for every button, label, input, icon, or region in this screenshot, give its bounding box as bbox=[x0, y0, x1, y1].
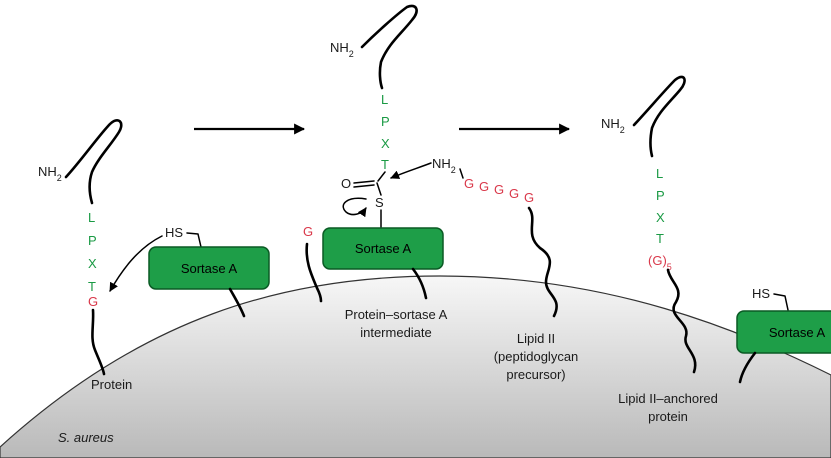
thiol-label: HS bbox=[165, 225, 183, 240]
glycine-residue: G bbox=[88, 294, 98, 309]
carbonyl-bond bbox=[377, 171, 386, 182]
motif-residue-l: L bbox=[88, 210, 95, 225]
anchored-protein-label-line-2: protein bbox=[648, 409, 688, 424]
regenerated-thiol-bond bbox=[773, 293, 789, 311]
pentaglycine-g4: G bbox=[509, 186, 519, 201]
motif-residue-t: T bbox=[88, 279, 96, 294]
amine-bond bbox=[459, 168, 464, 179]
intermediate-label-line-1: Protein–sortase A bbox=[345, 307, 448, 322]
product-n-terminal-loop bbox=[632, 75, 686, 158]
protein-anchor-chain bbox=[91, 308, 106, 376]
sortase-a-label: Sortase A bbox=[181, 261, 238, 276]
regenerated-sortase-label: Sortase A bbox=[769, 325, 826, 340]
intermediate-label-line-2: intermediate bbox=[360, 325, 432, 340]
released-fragment-chain bbox=[305, 242, 323, 303]
intermediate-sortase-a bbox=[322, 227, 444, 270]
organism-label: S. aureus bbox=[58, 430, 114, 445]
lipid-ii-label-line-3: precursor) bbox=[506, 367, 565, 382]
carbonyl-double-bond bbox=[353, 180, 375, 188]
pentaglycine-g5: G bbox=[524, 190, 534, 205]
cell-surface bbox=[0, 275, 831, 458]
product-amino-label: NH2 bbox=[601, 116, 625, 135]
lipid-ii-chain bbox=[527, 206, 558, 318]
lipid-ii-amine-label: NH2 bbox=[432, 156, 456, 175]
regenerated-sortase-anchor bbox=[738, 351, 757, 384]
pentaglycine-g2: G bbox=[479, 179, 489, 194]
sortase-a-enzyme bbox=[148, 246, 270, 290]
product-motif-p: P bbox=[656, 188, 665, 203]
amine-attack-arrow bbox=[390, 162, 432, 179]
lipid-ii-label-line-1: Lipid II bbox=[517, 331, 555, 346]
sortase-anchor-chain bbox=[228, 287, 246, 318]
intermediate-motif-t: T bbox=[381, 157, 389, 172]
panel-substrate-protein: NH2 L P X T G Protein HS Sortase A bbox=[38, 119, 270, 392]
motif-residue-x: X bbox=[88, 256, 97, 271]
electron-push-arrow bbox=[342, 197, 367, 218]
nucleophilic-attack-arrow bbox=[109, 235, 163, 292]
protein-n-terminal-loop bbox=[64, 119, 123, 205]
panel-anchored-product: NH2 L P X T (G)5 Lipid II–anchored prote… bbox=[601, 75, 831, 424]
intermediate-amino-label: NH2 bbox=[330, 40, 354, 59]
protein-label: Protein bbox=[91, 377, 132, 392]
released-glycine: G bbox=[303, 224, 313, 239]
carbonyl-oxygen: O bbox=[341, 176, 351, 191]
anchored-protein-label-line-1: Lipid II–anchored bbox=[618, 391, 718, 406]
product-lipid-chain bbox=[666, 268, 697, 374]
intermediate-sortase-anchor bbox=[411, 267, 428, 300]
intermediate-sortase-label: Sortase A bbox=[355, 241, 412, 256]
pentaglycine-g1: G bbox=[464, 176, 474, 191]
product-pentaglycine: (G)5 bbox=[648, 253, 672, 272]
intermediate-motif-l: L bbox=[381, 92, 388, 107]
intermediate-motif-p: P bbox=[381, 114, 390, 129]
panel-acyl-enzyme-intermediate: NH2 L P X T O S G Sortase A Protein–sort… bbox=[303, 4, 579, 382]
motif-residue-p: P bbox=[88, 233, 97, 248]
lipid-ii-label-line-2: (peptidoglycan bbox=[494, 349, 579, 364]
product-motif-x: X bbox=[656, 210, 665, 225]
amino-terminus-label: NH2 bbox=[38, 164, 62, 183]
regenerated-thiol-label: HS bbox=[752, 286, 770, 301]
intermediate-n-terminal-loop bbox=[360, 4, 418, 90]
sulfur-label: S bbox=[375, 195, 384, 210]
pentaglycine-g3: G bbox=[494, 182, 504, 197]
product-motif-t: T bbox=[656, 231, 664, 246]
product-motif-l: L bbox=[656, 166, 663, 181]
thiol-bond bbox=[186, 232, 202, 248]
thioester-bond bbox=[376, 182, 382, 196]
intermediate-motif-x: X bbox=[381, 136, 390, 151]
regenerated-sortase-a bbox=[736, 310, 831, 354]
